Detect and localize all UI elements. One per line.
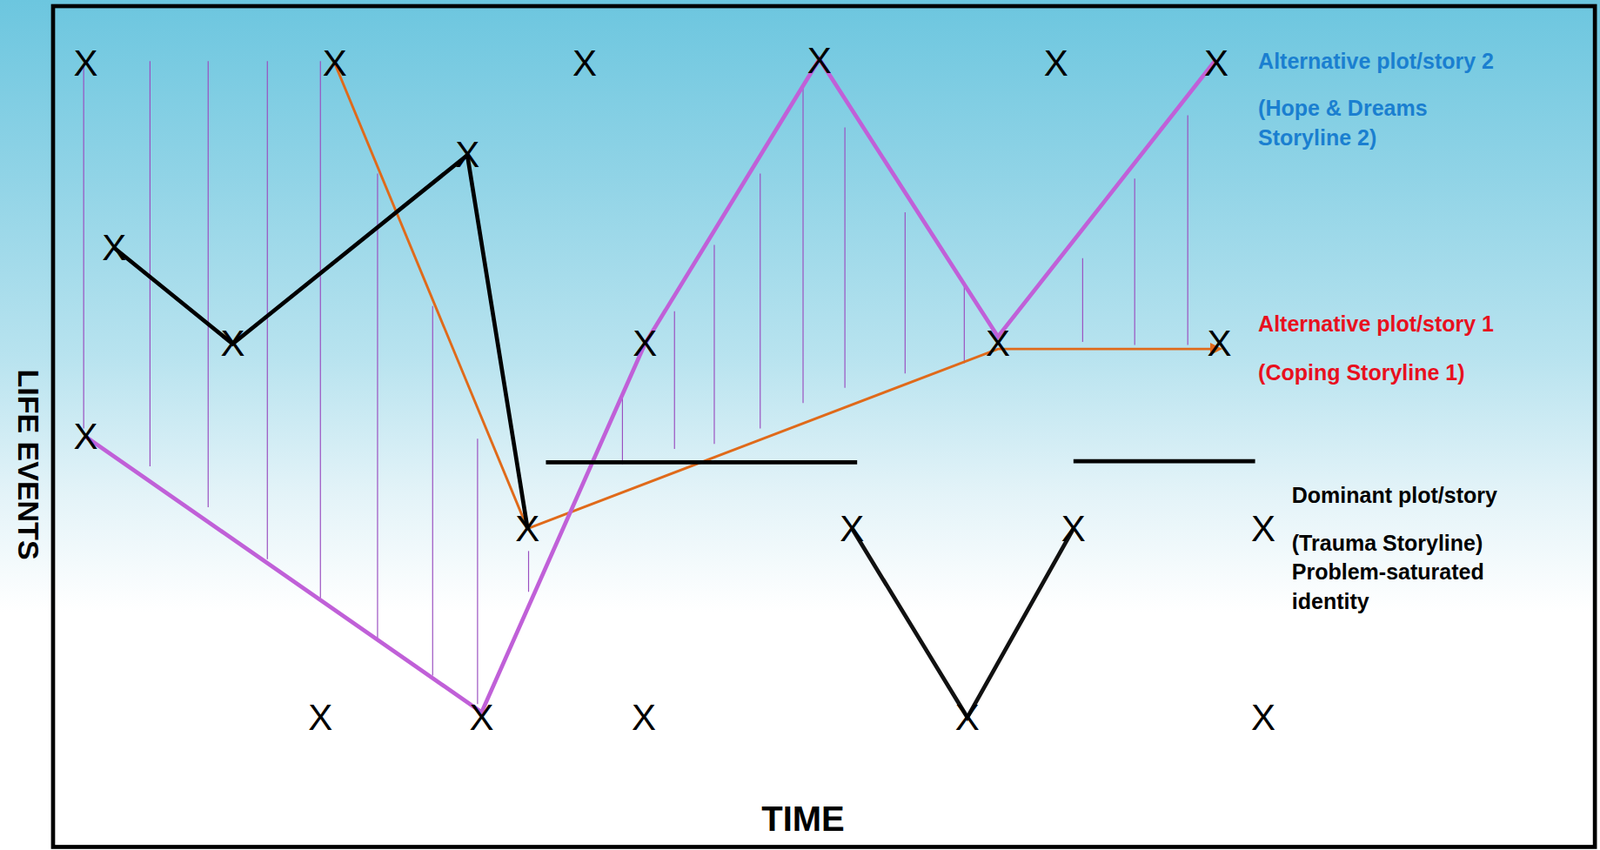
- storyline-label: (Coping Storyline 1): [1258, 356, 1466, 390]
- axis-label: TIME: [761, 798, 845, 838]
- event-mark: X: [631, 699, 657, 737]
- event-mark: X: [1251, 699, 1276, 737]
- event-mark: X: [1044, 45, 1069, 82]
- event-mark: X: [515, 510, 540, 548]
- event-mark: X: [572, 45, 597, 82]
- dominant-bar: [545, 460, 857, 465]
- event-mark: X: [73, 45, 99, 82]
- storyline-label: (Hope & Dreams Storyline 2): [1258, 93, 1467, 154]
- storyline-label: (Trauma Storyline) Problem-saturated ide…: [1292, 528, 1520, 617]
- event-mark: X: [455, 136, 480, 174]
- trauma-line: [851, 528, 1074, 718]
- event-mark: X: [1207, 325, 1232, 362]
- hope-line: [86, 59, 1217, 713]
- event-mark: X: [985, 325, 1011, 362]
- hatch-lines: [83, 60, 1188, 704]
- dominant-bar: [1073, 459, 1256, 464]
- event-mark: X: [307, 699, 333, 737]
- trauma-line: [113, 154, 528, 529]
- axis-label: LIFE EVENTS: [10, 368, 45, 560]
- event-mark: X: [1251, 510, 1276, 548]
- event-mark: X: [469, 699, 495, 737]
- event-mark: X: [1061, 510, 1086, 548]
- event-mark: X: [632, 325, 657, 362]
- storyline-label: Alternative plot/story 1: [1258, 307, 1494, 342]
- event-mark: X: [1204, 45, 1229, 82]
- event-mark: X: [839, 510, 864, 548]
- storyline-label: Dominant plot/story: [1292, 479, 1498, 513]
- event-mark: X: [101, 229, 127, 267]
- frame: [53, 6, 1595, 847]
- event-mark: X: [322, 45, 348, 82]
- event-mark: X: [220, 325, 245, 362]
- storyline-label: Alternative plot/story 2: [1258, 45, 1494, 79]
- event-mark: X: [73, 418, 99, 456]
- event-mark: X: [807, 42, 832, 80]
- event-mark: X: [955, 699, 980, 737]
